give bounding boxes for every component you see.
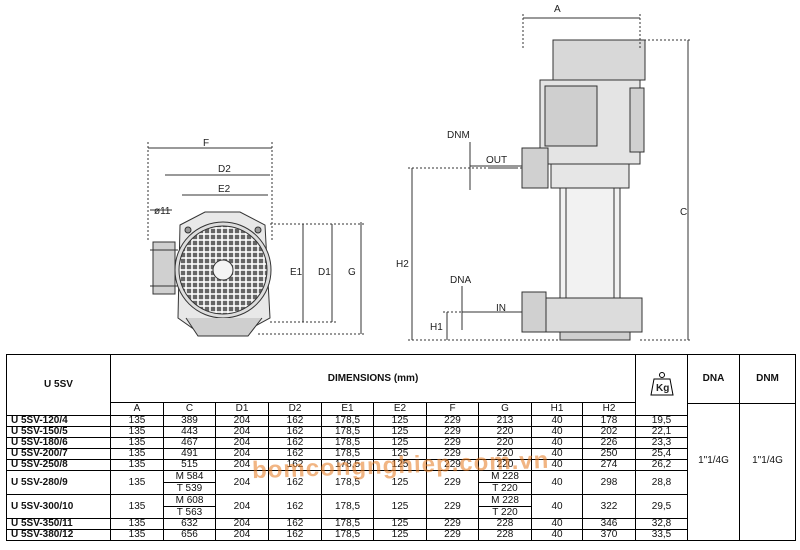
front-view xyxy=(147,142,365,337)
dnm-value: 1"1/4G xyxy=(752,455,783,466)
label-DNM: DNM xyxy=(447,130,470,141)
label-hole: ø11 xyxy=(154,206,171,217)
col-header-G: G xyxy=(478,402,532,416)
dna-value: 1"1/4G xyxy=(698,455,729,466)
col-header-H2: H2 xyxy=(582,402,636,416)
side-view xyxy=(408,14,692,341)
col-header-D1: D1 xyxy=(215,402,269,416)
label-D2: D2 xyxy=(218,164,231,175)
label-D1: D1 xyxy=(318,267,331,278)
label-DNA: DNA xyxy=(450,275,471,286)
weight-header: Kg xyxy=(635,354,688,416)
label-OUT: OUT xyxy=(486,155,507,166)
pump-technical-drawing: F D2 E2 ø11 E1 D1 G xyxy=(147,4,692,341)
col-header-D2: D2 xyxy=(268,402,322,416)
dnm-column: DNM 1"1/4G xyxy=(739,354,796,541)
label-E2: E2 xyxy=(218,184,231,195)
dimensions-header: DIMENSIONS (mm) xyxy=(110,354,636,403)
label-F: F xyxy=(203,138,209,149)
col-header-E1: E1 xyxy=(321,402,374,416)
dna-column: DNA 1"1/4G xyxy=(687,354,740,541)
label-A: A xyxy=(554,4,561,15)
label-G: G xyxy=(348,267,356,278)
label-H2: H2 xyxy=(396,259,409,270)
label-C: C xyxy=(680,207,687,218)
label-H1: H1 xyxy=(430,322,443,333)
side-view-labels: A C DNM OUT H2 DNA IN H1 xyxy=(396,4,687,333)
col-header-C: C xyxy=(163,402,216,416)
label-IN: IN xyxy=(496,303,506,314)
dnm-header: DNM xyxy=(740,355,795,404)
dna-header: DNA xyxy=(688,355,739,404)
label-E1: E1 xyxy=(290,267,303,278)
svg-text:Kg: Kg xyxy=(656,383,669,394)
dimensions-table: U 5SV DIMENSIONS (mm) Kg DNA 1"1/4G DNM … xyxy=(6,354,796,541)
col-header-A: A xyxy=(110,402,164,416)
model-header: U 5SV xyxy=(6,354,111,416)
col-header-F: F xyxy=(426,402,479,416)
front-view-labels: F D2 E2 ø11 E1 D1 G xyxy=(154,138,356,278)
weight-icon: Kg xyxy=(649,371,674,395)
col-header-H1: H1 xyxy=(531,402,583,416)
col-header-E2: E2 xyxy=(373,402,427,416)
